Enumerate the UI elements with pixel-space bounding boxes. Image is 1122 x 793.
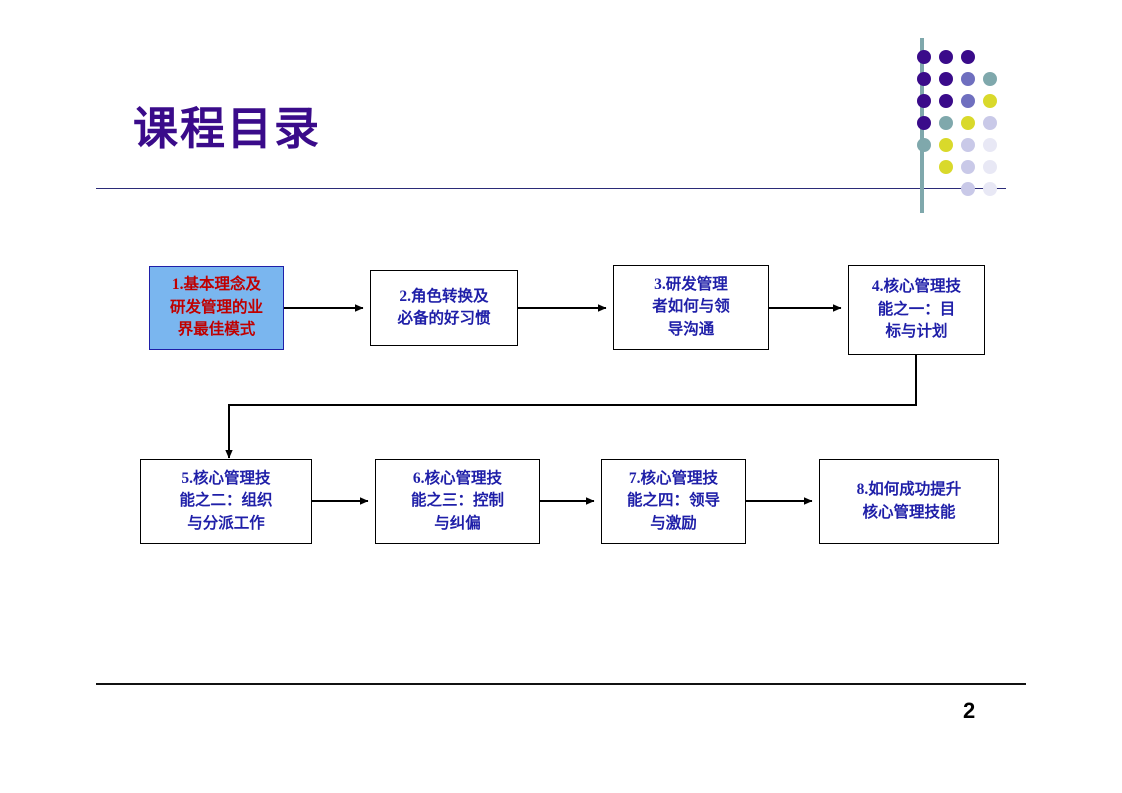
flow-node-1-line-1: 1.基本理念及 <box>171 276 262 294</box>
flow-node-3-line-1: 3.研发管理 <box>654 275 728 293</box>
flow-node-1[interactable]: 1.基本理念及 研发管理的业 界最佳模式 <box>149 266 284 350</box>
flow-node-1-line-2: 研发管理的业 <box>169 298 263 316</box>
page-number: 2 <box>963 698 976 723</box>
flow-node-4[interactable]: 4.核心管理技 能之一：目 标与计划 <box>848 265 985 355</box>
flow-node-6-line-3: 与纠偏 <box>434 514 481 532</box>
flow-node-3-line-3: 导沟通 <box>667 320 715 338</box>
flow-node-4-line-1: 4.核心管理技 <box>871 278 962 296</box>
flow-node-8-line-2: 核心管理技能 <box>862 503 956 521</box>
flow-node-8[interactable]: 8.如何成功提升 核心管理技能 <box>819 459 999 544</box>
decorative-dot-grid <box>917 44 1017 196</box>
flow-node-7[interactable]: 7.核心管理技 能之四：领导 与激励 <box>601 459 746 544</box>
flow-node-7-line-2: 能之四：领导 <box>626 492 720 510</box>
flow-node-4-line-2: 能之一：目 <box>877 300 956 318</box>
flow-node-7-line-3: 与激励 <box>650 514 697 532</box>
flow-node-4-line-3: 标与计划 <box>885 323 948 341</box>
flow-node-6[interactable]: 6.核心管理技 能之三：控制 与纠偏 <box>375 459 540 544</box>
flow-node-5-line-1: 5.核心管理技 <box>181 469 271 487</box>
flow-node-2-line-2: 必备的好习惯 <box>397 310 491 327</box>
flow-node-6-line-2: 能之三：控制 <box>410 492 504 510</box>
flow-node-5-line-2: 能之二：组织 <box>179 492 273 510</box>
flow-node-5-line-3: 与分派工作 <box>187 514 265 532</box>
flow-node-3[interactable]: 3.研发管理 者如何与领 导沟通 <box>613 265 769 350</box>
flow-node-3-line-2: 者如何与领 <box>652 298 730 316</box>
flow-node-5[interactable]: 5.核心管理技 能之二：组织 与分派工作 <box>140 459 312 544</box>
flow-node-2[interactable]: 2.角色转换及 必备的好习惯 <box>370 270 518 346</box>
flow-node-1-line-3: 界最佳模式 <box>177 321 256 339</box>
flow-node-7-line-1: 7.核心管理技 <box>628 469 719 487</box>
footer-divider <box>96 683 1026 685</box>
header-divider <box>96 188 1006 189</box>
flow-node-6-line-1: 6.核心管理技 <box>412 469 503 487</box>
flow-node-2-line-1: 2.角色转换及 <box>399 287 489 305</box>
flow-node-8-line-1: 8.如何成功提升 <box>856 481 962 499</box>
page-title: 课程目录 <box>133 104 322 154</box>
